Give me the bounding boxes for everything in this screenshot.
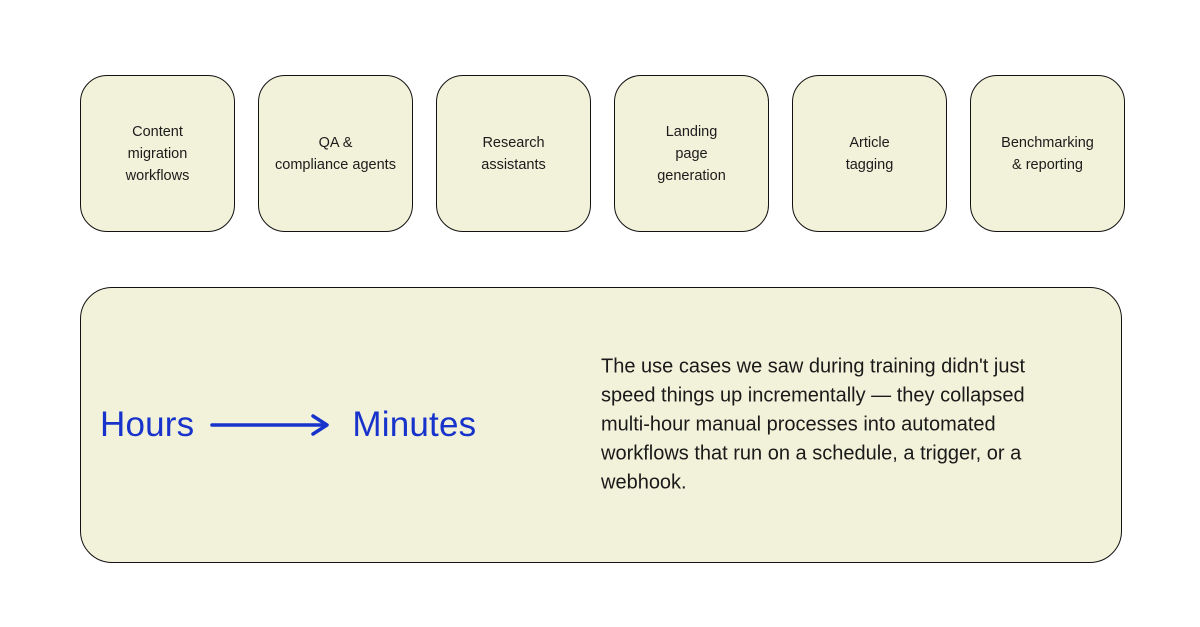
from-label: Hours <box>100 405 195 444</box>
card-label: Research assistants <box>481 134 546 173</box>
card-label: Article tagging <box>845 134 894 173</box>
card-label: Benchmarking & reporting <box>1001 134 1094 173</box>
panel-description: The use cases we saw during training did… <box>601 355 1026 494</box>
use-case-card-benchmarking: Benchmarking & reporting <box>970 75 1125 232</box>
to-label: Minutes <box>352 405 477 444</box>
right-arrow-icon <box>210 412 340 438</box>
use-case-card-content-migration: Content migration workflows <box>80 75 235 232</box>
use-case-cards-row: Content migration workflows QA & complia… <box>80 75 1125 232</box>
highlight-panel: Hours Minutes The use cases we saw durin… <box>80 287 1122 563</box>
card-label: QA & compliance agents <box>275 134 396 173</box>
use-case-card-landing-page: Landing page generation <box>614 75 769 232</box>
card-label: Landing page generation <box>657 123 726 184</box>
use-case-card-qa-compliance: QA & compliance agents <box>258 75 413 232</box>
card-label: Content migration workflows <box>125 123 190 184</box>
use-case-card-research-assistants: Research assistants <box>436 75 591 232</box>
hours-to-minutes-statement: Hours Minutes <box>100 288 476 562</box>
use-case-card-article-tagging: Article tagging <box>792 75 947 232</box>
